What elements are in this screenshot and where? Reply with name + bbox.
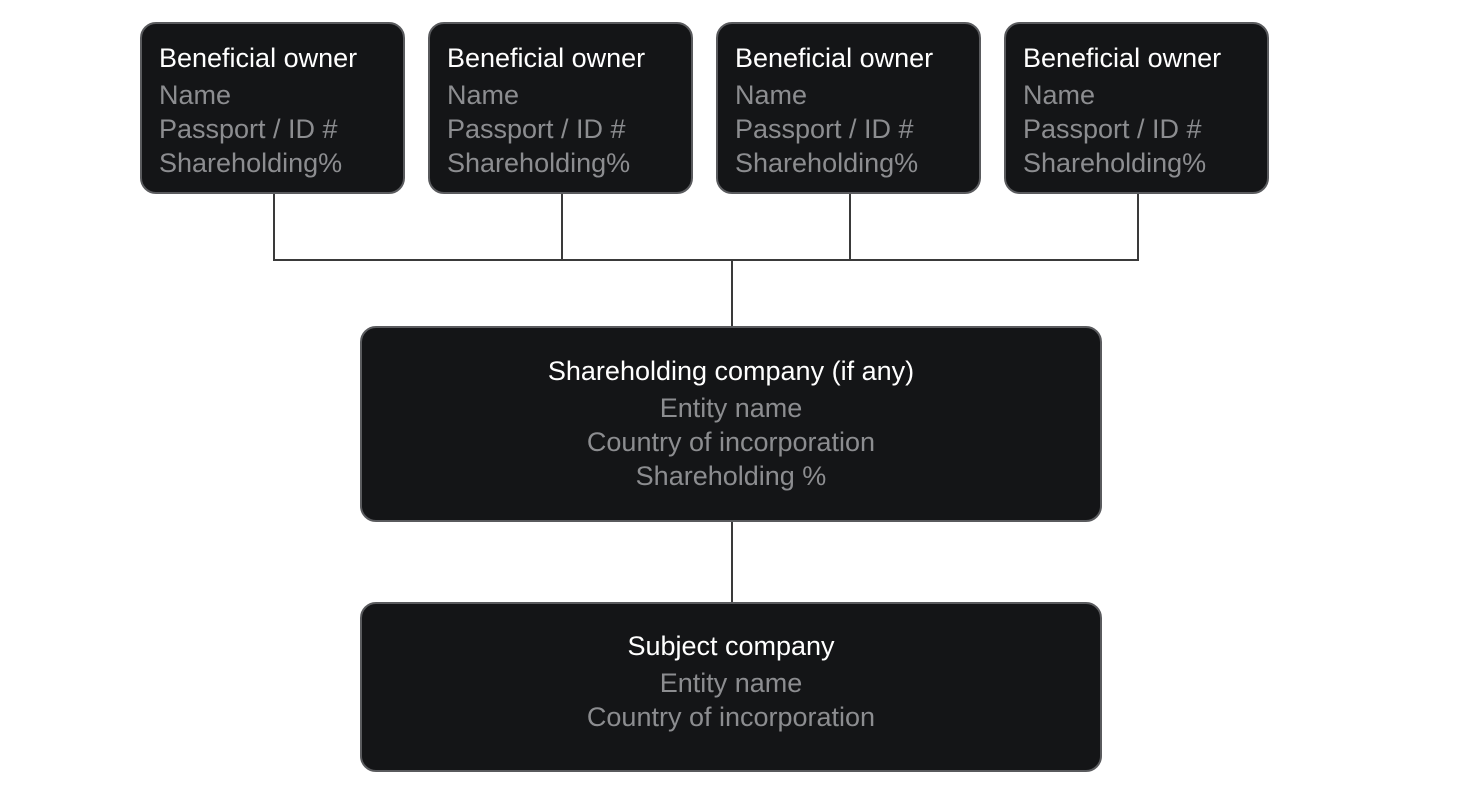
shareholding-company-card: Shareholding company (if any) Entity nam… [360,326,1102,522]
country-of-incorporation-field: Country of incorporation [586,427,876,457]
owner-name-field: Name [159,80,232,110]
owner-shareholding-field: Shareholding% [735,148,919,178]
subject-company-title: Subject company [627,631,835,661]
owner-name-field: Name [735,80,808,110]
owner-card-title: Beneficial owner [1023,43,1222,73]
owner-shareholding-field: Shareholding% [1023,148,1207,178]
owner-passport-field: Passport / ID # [735,114,914,144]
owner-card-title: Beneficial owner [447,43,646,73]
beneficial-owner-card-2: Beneficial owner Name Passport / ID # Sh… [428,22,693,194]
owner-card-title: Beneficial owner [735,43,934,73]
owner-passport-field: Passport / ID # [447,114,626,144]
entity-name-field: Entity name [659,668,803,698]
entity-name-field: Entity name [659,393,803,423]
shareholding-percent-field: Shareholding % [635,461,827,491]
owner-passport-field: Passport / ID # [1023,114,1202,144]
beneficial-owner-card-3: Beneficial owner Name Passport / ID # Sh… [716,22,981,194]
owner-passport-field: Passport / ID # [159,114,338,144]
beneficial-owner-card-1: Beneficial owner Name Passport / ID # Sh… [140,22,405,194]
owner-shareholding-field: Shareholding% [447,148,631,178]
owner-card-title: Beneficial owner [159,43,358,73]
beneficial-owner-card-4: Beneficial owner Name Passport / ID # Sh… [1004,22,1269,194]
country-of-incorporation-field: Country of incorporation [586,702,876,732]
owner-shareholding-field: Shareholding% [159,148,343,178]
subject-company-card: Subject company Entity name Country of i… [360,602,1102,772]
owner-name-field: Name [447,80,520,110]
owner-name-field: Name [1023,80,1096,110]
shareholding-company-title: Shareholding company (if any) [547,356,915,386]
